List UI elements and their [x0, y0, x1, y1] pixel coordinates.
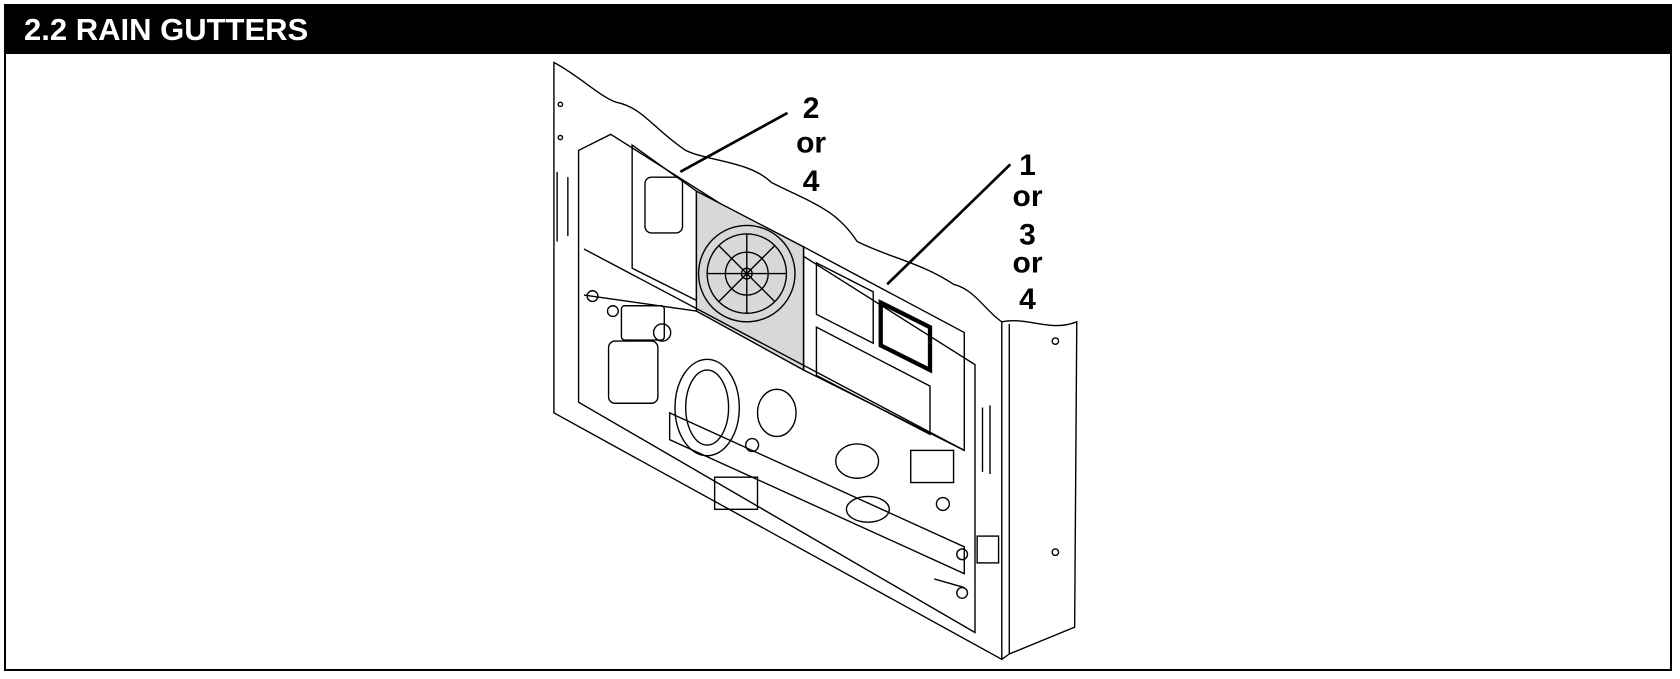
callout-left-2: or: [796, 127, 826, 160]
opening: [577, 133, 976, 634]
wall-panel: [553, 61, 1003, 661]
callout-right-1: 1: [1019, 149, 1036, 182]
callout-left-1: 2: [803, 92, 820, 125]
callout-right-3: 3: [1019, 219, 1036, 252]
section-header: 2.2 RAIN GUTTERS: [4, 4, 1672, 54]
unit-illustration: [553, 61, 1078, 661]
section-title: 2.2 RAIN GUTTERS: [24, 12, 309, 47]
leader-line-right: [886, 163, 1012, 286]
callout-right-4: or: [1013, 247, 1043, 280]
callout-right-5: 4: [1019, 283, 1036, 316]
side-flange: [1001, 320, 1078, 660]
callout-left-3: 4: [803, 165, 820, 198]
callout-right-2: or: [1013, 180, 1043, 213]
leader-line-left: [679, 111, 789, 173]
